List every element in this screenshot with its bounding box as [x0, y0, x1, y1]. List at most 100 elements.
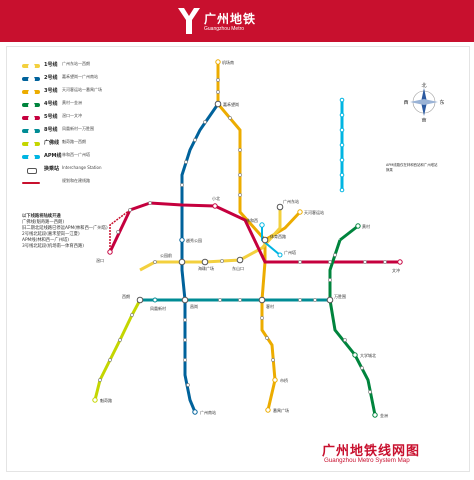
svg-text:大学城北: 大学城北: [360, 352, 376, 358]
svg-text:公园前: 公园前: [160, 252, 172, 258]
station-wenchong[interactable]: 文冲: [392, 259, 403, 273]
legend-swatch: [27, 168, 37, 174]
station-dot-icon: [28, 102, 35, 109]
note-line: 广佛线(魁奇路—西朗): [22, 220, 65, 225]
station-gongyuan[interactable]: 公园前: [160, 252, 186, 266]
intermediate-stops: [98, 78, 387, 394]
station-dot-icon: [28, 154, 35, 161]
line-2-route: [180, 103, 220, 413]
legend-item: APM线林和西—广州塔: [22, 151, 108, 164]
note-line: 以下线路将陆续开通: [22, 214, 61, 219]
compass-north: 北: [421, 82, 426, 89]
svg-text:广州塔: 广州塔: [284, 249, 296, 255]
station-gz-south[interactable]: 广州南站: [192, 409, 216, 415]
station-xilang[interactable]: 西朗: [122, 293, 144, 304]
station-jiahe[interactable]: 嘉禾望岗: [214, 100, 239, 108]
station-dot-icon: [28, 89, 35, 96]
station-tianhe-bus[interactable]: 天河客运站: [297, 209, 324, 215]
station-dot-icon: [28, 63, 35, 70]
line-4-north-route: [339, 224, 359, 242]
station-tianhe[interactable]: 体育西路: [261, 233, 286, 244]
compass-south: 南: [421, 117, 426, 122]
station-xiaobei[interactable]: 小北: [212, 195, 220, 209]
map-frame: [6, 46, 470, 472]
station-panyu[interactable]: 番禺广场: [265, 407, 289, 413]
svg-text:广州南站: 广州南站: [200, 409, 216, 415]
metro-logo-icon: [178, 8, 200, 34]
station-linhexi[interactable]: 林和西: [246, 217, 265, 228]
station-gz-tower[interactable]: 广州塔: [277, 249, 296, 258]
svg-text:广州东站: 广州东站: [283, 198, 299, 204]
note-line: 旧二期北延线路已停运APM(林和西—广州塔): [22, 226, 108, 231]
apm-note: APM线路仅在林和西站和广州塔站换乘: [386, 163, 438, 172]
station-yuexiu[interactable]: 越秀公园: [179, 237, 202, 243]
station-jiaokou[interactable]: 滘口: [96, 249, 113, 263]
line-4-route: [328, 239, 377, 416]
svg-text:东山口: 东山口: [232, 265, 244, 271]
svg-text:客村: 客村: [266, 303, 274, 309]
svg-text:昌岗: 昌岗: [190, 304, 198, 309]
line-1-route: [139, 207, 282, 272]
station-dot-icon: [28, 141, 35, 148]
svg-text:文冲: 文冲: [392, 267, 400, 273]
note-line: APM线(林和西—广州塔): [22, 238, 69, 243]
station-airport[interactable]: 机场南: [215, 59, 234, 65]
legend-item: 5号线滘口—文冲: [22, 112, 108, 125]
compass-west: 西: [404, 100, 409, 106]
svg-text:海珠广场: 海珠广场: [198, 265, 214, 271]
svg-text:万胜围: 万胜围: [334, 293, 346, 299]
station-dot-icon: [28, 128, 35, 135]
legend-item: 1号线广州东站—西朗: [22, 60, 108, 73]
map-title-en: Guangzhou Metro System Map: [324, 457, 410, 464]
station-changgang[interactable]: 昌岗: [181, 296, 198, 309]
line-5-route: [108, 201, 400, 264]
station-jinzhou[interactable]: 金洲: [372, 412, 388, 418]
apm-stations: [339, 97, 345, 193]
compass-icon: 北 南 东 西: [404, 82, 444, 122]
legend-item: 4号线黄村—金洲: [22, 99, 108, 112]
svg-text:凤凰新村: 凤凰新村: [150, 305, 166, 311]
legend: 1号线广州东站—西朗 2号线嘉禾望岗—广州南站 3号线天河客运站—番禺广场 4号…: [22, 60, 108, 190]
legend-swatch: [22, 182, 40, 184]
station-fenghuang[interactable]: 凤凰新村: [150, 297, 166, 311]
brand-name-en: Guangzhou Metro: [204, 26, 245, 32]
planned-line-route: [109, 209, 131, 252]
station-wanshengwei[interactable]: 万胜围: [326, 293, 346, 304]
station-huangcun[interactable]: 黄村: [355, 223, 370, 229]
brand-header: 广州地铁 Guangzhou Metro: [0, 0, 474, 42]
legend-item: 8号线凤凰新村—万胜围: [22, 125, 108, 138]
station-kuiqi[interactable]: 魁奇路: [92, 397, 112, 403]
svg-text:体育西路: 体育西路: [270, 233, 286, 239]
line-3-north-route: [216, 62, 267, 262]
station-daxue[interactable]: 大学城北: [352, 352, 376, 358]
station-gz-east[interactable]: 广州东站: [276, 198, 299, 211]
station-haizhu[interactable]: 海珠广场: [198, 258, 214, 271]
map-title: 广州地铁线网图: [322, 444, 421, 459]
station-dot-icon: [28, 76, 35, 83]
svg-text:滘口: 滘口: [96, 257, 104, 263]
legend-item: 2号线嘉禾望岗—广州南站: [22, 73, 108, 86]
svg-text:魁奇路: 魁奇路: [100, 397, 112, 403]
svg-text:林和西: 林和西: [246, 217, 258, 223]
note-line: 2号线北延段(嘉禾望岗—江夏): [22, 232, 80, 237]
legend-item: 广佛线魁奇路—西朗: [22, 138, 108, 151]
station-dongshan[interactable]: 东山口: [232, 256, 244, 271]
station-shiqiao[interactable]: 市桥: [272, 377, 288, 383]
svg-text:市桥: 市桥: [280, 377, 288, 383]
svg-text:金洲: 金洲: [380, 412, 388, 418]
legend-item: 3号线天河客运站—番禺广场: [22, 86, 108, 99]
legend-item: 规划和在建线路: [22, 177, 108, 190]
guangfo-line-route: [93, 299, 142, 401]
notes: 以下线路将陆续开通 广佛线(魁奇路—西朗) 旧二期北延线路已停运APM(林和西—…: [22, 214, 118, 250]
station-dot-icon: [28, 115, 35, 122]
svg-text:黄村: 黄村: [362, 223, 370, 229]
svg-text:越秀公园: 越秀公园: [186, 237, 202, 243]
svg-text:机场南: 机场南: [222, 59, 234, 65]
svg-text:嘉禾望岗: 嘉禾望岗: [223, 101, 239, 107]
svg-text:天河客运站: 天河客运站: [304, 209, 324, 215]
station-kecun[interactable]: 客村: [258, 296, 274, 309]
brand-name: 广州地铁: [204, 12, 257, 26]
note-line: 3号线北延段(机场南—体育西路): [22, 244, 84, 249]
